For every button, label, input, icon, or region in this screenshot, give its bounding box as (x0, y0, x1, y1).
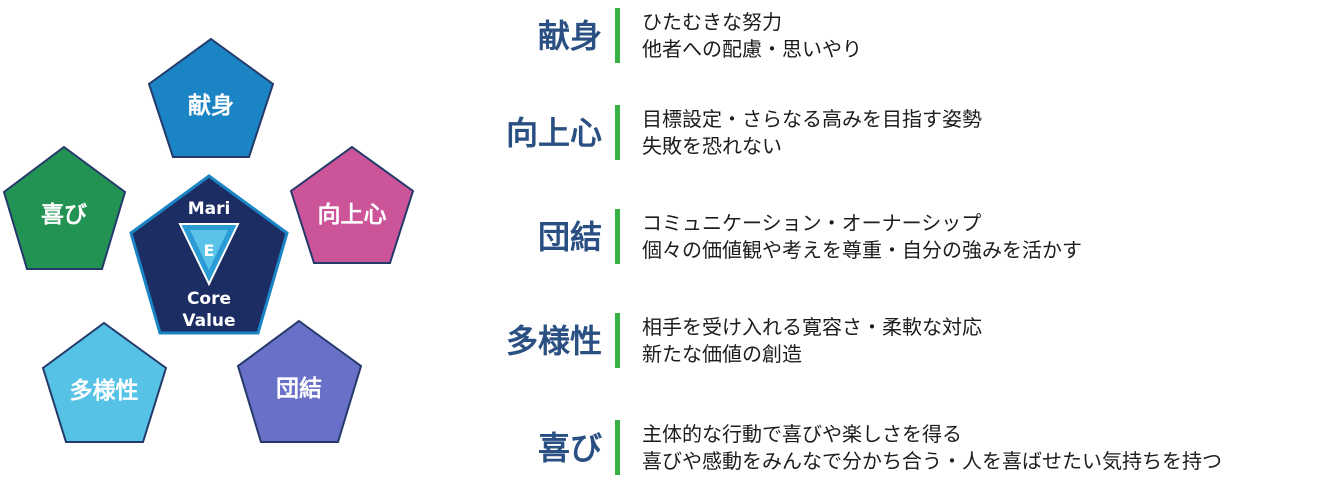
pentagon-tayosei: 多様性 (41, 321, 168, 443)
pentagon-danketsu: 団結 (236, 319, 363, 443)
value-line: 失敗を恐れない (642, 134, 782, 158)
value-title: 多様性 (505, 322, 602, 360)
pentagon-label: 向上心 (318, 201, 387, 228)
value-description: コミュニケーション・オーナーシップ 個々の価値観や考えを尊重・自分の強みを活かす (642, 210, 1082, 264)
pentagon-shape (147, 37, 275, 158)
value-line: 喜びや感動をみんなで分かち合う・人を喜ばせたい気持ちを持つ (642, 449, 1222, 473)
divider-bar (615, 105, 620, 160)
value-title: 献身 (537, 17, 602, 55)
pentagon-shape (2, 145, 127, 270)
value-row-kojoshin: 向上心 目標設定・さらなる高みを目指す姿勢 失敗を恐れない (470, 103, 1327, 163)
value-line: 他者への配慮・思いやり (642, 37, 862, 61)
value-row-yorokobi: 喜び 主体的な行動で喜びや楽しさを得る 喜びや感動をみんなで分かち合う・人を喜ば… (470, 418, 1327, 478)
core-label-value: Value (182, 311, 235, 331)
value-row-tayosei: 多様性 相手を受け入れる寛容さ・柔軟な対応 新たな価値の創造 (470, 311, 1327, 371)
value-row-kenshin: 献身 ひたむきな努力 他者への配慮・思いやり (470, 6, 1327, 66)
pentagon-kenshin: 献身 (147, 37, 275, 158)
pentagon-label: 団結 (276, 375, 322, 402)
core-label-core: Core (187, 289, 231, 309)
value-line: 主体的な行動で喜びや楽しさを得る (642, 422, 962, 446)
values-list: 献身 ひたむきな努力 他者への配慮・思いやり 向上心 目標設定・さらなる高みを目… (470, 0, 1327, 499)
core-emblem-letter: E (204, 241, 215, 260)
value-description: 目標設定・さらなる高みを目指す姿勢 失敗を恐れない (642, 106, 982, 160)
value-line: コミュニケーション・オーナーシップ (642, 211, 982, 235)
core-values-diagram: 献身 向上心 団結 多様性 喜び Mari E Core Value (2, 37, 415, 443)
value-title: 向上心 (505, 114, 602, 152)
value-title: 喜び (537, 429, 602, 467)
divider-bar (615, 8, 620, 63)
value-line: 個々の価値観や考えを尊重・自分の強みを活かす (642, 238, 1082, 262)
divider-bar (615, 313, 620, 368)
value-line: 目標設定・さらなる高みを目指す姿勢 (642, 107, 982, 131)
value-description: 主体的な行動で喜びや楽しさを得る 喜びや感動をみんなで分かち合う・人を喜ばせたい… (642, 421, 1222, 475)
pentagon-kojoshin: 向上心 (289, 145, 415, 264)
value-row-danketsu: 団結 コミュニケーション・オーナーシップ 個々の価値観や考えを尊重・自分の強みを… (470, 207, 1327, 267)
value-line: 新たな価値の創造 (642, 342, 802, 366)
value-description: 相手を受け入れる寛容さ・柔軟な対応 新たな価値の創造 (642, 314, 982, 368)
value-line: 相手を受け入れる寛容さ・柔軟な対応 (642, 315, 982, 339)
pentagon-shape (41, 321, 168, 443)
pentagon-label: 多様性 (70, 377, 139, 404)
pentagon-shape (289, 145, 415, 264)
core-value-pentagon: Mari E Core Value (129, 174, 289, 335)
value-line: ひたむきな努力 (642, 10, 782, 34)
pentagon-shape (236, 319, 363, 443)
pentagon-yorokobi: 喜び (2, 145, 127, 270)
value-description: ひたむきな努力 他者への配慮・思いやり (642, 9, 862, 63)
pentagon-label: 喜び (41, 201, 87, 228)
divider-bar (615, 420, 620, 475)
core-emblem-icon: E (178, 223, 240, 287)
pentagon-label: 献身 (188, 92, 234, 119)
value-title: 団結 (537, 218, 602, 256)
core-label-mari: Mari (188, 199, 231, 219)
divider-bar (615, 209, 620, 264)
